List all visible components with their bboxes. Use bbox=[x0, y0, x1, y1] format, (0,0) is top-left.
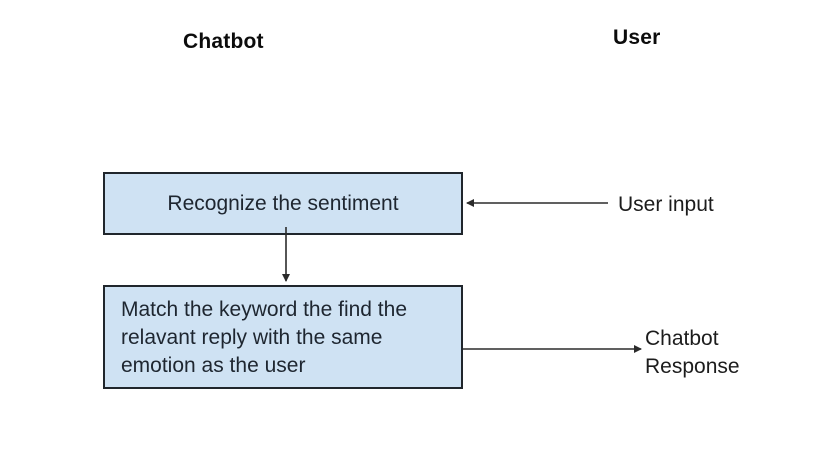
user-input-label: User input bbox=[618, 193, 714, 216]
recognize-sentiment-box-label: Recognize the sentiment bbox=[167, 191, 399, 215]
match-keyword-box: Match the keyword the find the relavant … bbox=[103, 285, 463, 389]
recognize-sentiment-box: Recognize the sentiment bbox=[103, 172, 463, 235]
chatbot-response-label: Chatbot Response bbox=[645, 327, 740, 378]
match-keyword-box-label: Match the keyword the find the relavant … bbox=[121, 298, 407, 377]
user-column-header: User bbox=[613, 26, 661, 49]
chatbot-column-header: Chatbot bbox=[183, 30, 264, 53]
